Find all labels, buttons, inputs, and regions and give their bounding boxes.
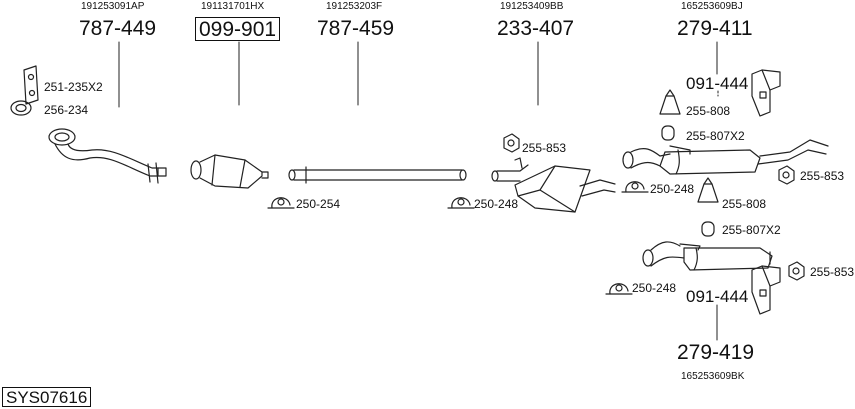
- rubber-mount-255-853-top-icon: [503, 133, 520, 153]
- accessory-label: 255-853: [522, 141, 567, 155]
- accessory-label: 255-808: [722, 197, 767, 211]
- middle-pipe-787-459-icon: [288, 166, 467, 184]
- ring-255-807-top-icon: [661, 125, 675, 141]
- hanger-255-808-bottom-icon: [697, 177, 719, 203]
- oem-number-middle-silencer: 191253409BB: [500, 1, 564, 12]
- mounting-kit-091-444-bottom-icon: [751, 265, 781, 315]
- ring-255-807-bottom-icon: [701, 221, 715, 237]
- mounting-kit-091-444-top-icon: [751, 69, 781, 117]
- rubber-mount-255-853-lower-icon: [788, 261, 805, 281]
- rear-silencer-279-419-icon: [642, 241, 773, 271]
- part-number-catalytic-converter: 099-901: [195, 17, 281, 41]
- mounting-kit-label-top: 091-444: [686, 74, 749, 93]
- part-number-rear-silencer-bottom: 279-419: [677, 341, 755, 364]
- gasket-256-234-icon: [10, 100, 32, 116]
- middle-silencer-233-407-icon: [491, 157, 616, 213]
- part-number-front-pipe: 787-449: [79, 17, 157, 40]
- accessory-label: 255-808: [686, 104, 731, 118]
- oem-number-front-pipe: 191253091AP: [81, 1, 145, 12]
- accessory-label: 250-254: [296, 197, 341, 211]
- accessory-label: 250-248: [632, 281, 677, 295]
- system-code: SYS07616: [2, 387, 92, 407]
- clamp-250-248-middle-icon: [447, 197, 475, 209]
- catalytic-converter-099-901-icon: [190, 154, 269, 189]
- part-number-middle-pipe: 787-459: [317, 17, 395, 40]
- hanger-255-808-top-icon: [659, 89, 681, 115]
- front-pipe-787-449-icon: [48, 128, 167, 184]
- rubber-mount-255-853-right-icon: [778, 165, 795, 185]
- rear-silencer-279-411-icon: [622, 139, 829, 175]
- accessory-label: 255-853: [810, 265, 855, 279]
- oem-number-rear-silencer-bottom: 165253609BK: [681, 371, 745, 382]
- bracket-251-235-icon: [23, 65, 39, 105]
- mounting-kit-label-bottom: 091-444: [686, 287, 749, 306]
- oem-number-rear-silencer-top: 165253609BJ: [681, 1, 743, 12]
- accessory-label: 255-807X2: [686, 129, 745, 143]
- part-number-rear-silencer-top: 279-411: [677, 17, 753, 40]
- accessory-label: 255-853: [800, 169, 845, 183]
- accessory-label: 255-807X2: [722, 223, 781, 237]
- accessory-label: 250-248: [474, 197, 519, 211]
- leader-lines: [118, 41, 719, 341]
- oem-number-middle-pipe: 191253203F: [326, 1, 383, 12]
- accessory-label: 251-235X2: [44, 80, 103, 94]
- clamp-250-248-right-icon: [621, 181, 649, 193]
- clamp-250-254-icon: [267, 197, 295, 209]
- oem-number-catalytic-converter: 191131701HX: [201, 1, 265, 12]
- clamp-250-248-lower-icon: [605, 283, 633, 295]
- accessory-label: 256-234: [44, 103, 89, 117]
- accessory-label: 250-248: [650, 182, 695, 196]
- part-number-middle-silencer: 233-407: [497, 17, 575, 40]
